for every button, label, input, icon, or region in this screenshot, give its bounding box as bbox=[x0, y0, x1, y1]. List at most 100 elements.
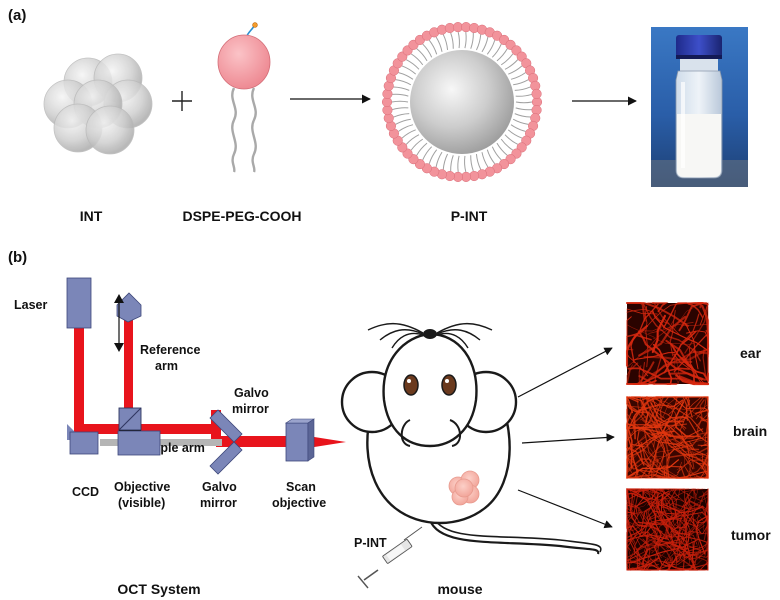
vessel-path bbox=[678, 302, 704, 332]
vessel-path bbox=[644, 306, 649, 368]
lipid-tail bbox=[515, 107, 532, 111]
lipid-tail bbox=[500, 53, 514, 66]
vessel-path bbox=[648, 321, 694, 334]
mouse-eyes bbox=[403, 374, 457, 396]
vessel-path bbox=[626, 488, 650, 501]
vessel-path bbox=[634, 351, 676, 361]
vessel-path bbox=[658, 452, 709, 479]
syringe-icon bbox=[357, 526, 423, 589]
scan-label-2: objective bbox=[272, 496, 326, 510]
dspe-label: DSPE-PEG-COOH bbox=[182, 208, 301, 224]
lipid-tail bbox=[470, 32, 474, 49]
int-label: INT bbox=[80, 208, 103, 224]
vessel-path bbox=[699, 526, 709, 571]
vessel-path bbox=[626, 361, 655, 385]
vessel-path bbox=[661, 493, 704, 513]
vessel-path bbox=[649, 396, 663, 402]
lipid-tail bbox=[428, 39, 438, 55]
vessel-path bbox=[626, 443, 645, 466]
vessel-path bbox=[634, 514, 665, 562]
vessel-path bbox=[626, 473, 636, 479]
lipid-tail bbox=[395, 118, 411, 125]
vessel-path bbox=[626, 316, 632, 337]
lipid-tail bbox=[504, 59, 519, 70]
pint-label: P-INT bbox=[451, 208, 488, 224]
vessel-path bbox=[639, 531, 691, 556]
vessel-path bbox=[626, 408, 641, 474]
lipid-tail bbox=[510, 124, 526, 132]
lipid-tail bbox=[514, 113, 531, 118]
vessel-path bbox=[653, 407, 671, 479]
vessel-path bbox=[656, 493, 681, 548]
vessel-path bbox=[642, 488, 675, 498]
vessel-path bbox=[637, 360, 693, 385]
vessel-path bbox=[673, 401, 694, 438]
lipid-tail bbox=[486, 40, 496, 55]
vessel-path bbox=[637, 532, 659, 568]
lipid-tail bbox=[507, 129, 523, 139]
vessel-path bbox=[626, 488, 657, 525]
mouse-nose bbox=[423, 329, 437, 339]
vessel-path bbox=[690, 488, 700, 496]
oct-system-label: OCT System bbox=[117, 581, 200, 597]
vessel-path bbox=[626, 396, 639, 403]
galvo-bottom-label-2: mirror bbox=[200, 496, 237, 510]
vessel-path bbox=[684, 323, 699, 370]
lipid-tail bbox=[393, 86, 410, 91]
vessel-path bbox=[691, 399, 705, 447]
lipid-head bbox=[531, 88, 542, 99]
vessel-path bbox=[649, 533, 660, 571]
vessel-path bbox=[632, 325, 665, 336]
ear-angiography-image bbox=[625, 301, 710, 386]
ccd-label: CCD bbox=[72, 485, 99, 499]
vessel-path bbox=[673, 510, 689, 563]
visible-objective bbox=[117, 430, 161, 456]
lipid-tail bbox=[392, 93, 409, 97]
lipid-tail bbox=[515, 93, 532, 97]
vial-liquid bbox=[677, 114, 721, 177]
lipid-tail bbox=[481, 36, 489, 53]
lipid-tail bbox=[515, 101, 533, 104]
vessel-path bbox=[684, 304, 709, 354]
mouse-label: mouse bbox=[437, 581, 482, 597]
vessel-path bbox=[673, 334, 707, 373]
lipid-tail bbox=[422, 43, 433, 58]
reference-arm-label-2: arm bbox=[155, 359, 178, 373]
vessel-path bbox=[628, 429, 665, 457]
vessel-path bbox=[688, 532, 709, 565]
lipid-tail bbox=[508, 65, 523, 75]
vessel-path bbox=[633, 399, 651, 440]
vessel-path bbox=[644, 516, 651, 552]
vessel-path bbox=[626, 396, 646, 430]
vessel-path bbox=[638, 315, 687, 357]
tumor-label: tumor bbox=[731, 527, 771, 543]
vessel-path bbox=[626, 465, 683, 479]
objective-label-1: Objective bbox=[114, 480, 170, 494]
ear-label: ear bbox=[740, 345, 762, 361]
vessel-path bbox=[692, 564, 709, 571]
vessel-path bbox=[626, 507, 645, 565]
vessel-path bbox=[634, 423, 659, 469]
int-cluster bbox=[43, 53, 153, 155]
lipid-tail bbox=[428, 149, 438, 164]
arrow-to-ear bbox=[517, 347, 613, 398]
lipid-tail bbox=[393, 113, 410, 118]
vessel-path bbox=[626, 317, 676, 369]
vessel-path bbox=[656, 502, 695, 554]
panel-b-label: (b) bbox=[8, 249, 27, 266]
vessel-path bbox=[640, 426, 705, 455]
vessel-path bbox=[626, 411, 633, 449]
lipid-tail bbox=[435, 36, 443, 52]
panel-a-label: (a) bbox=[8, 7, 26, 24]
lipid-tail bbox=[442, 153, 449, 170]
lipid-tail bbox=[450, 155, 454, 172]
brain-angiography-image bbox=[626, 396, 709, 479]
lipid-tail bbox=[496, 142, 508, 156]
vessel-path bbox=[655, 396, 709, 452]
reference-mirror bbox=[116, 292, 142, 323]
vessel-path bbox=[679, 545, 707, 567]
pint-micelle bbox=[381, 22, 543, 182]
lipid-tail bbox=[464, 155, 467, 173]
galvo-top-label-1: Galvo bbox=[234, 386, 269, 400]
vessel-path bbox=[626, 467, 634, 479]
